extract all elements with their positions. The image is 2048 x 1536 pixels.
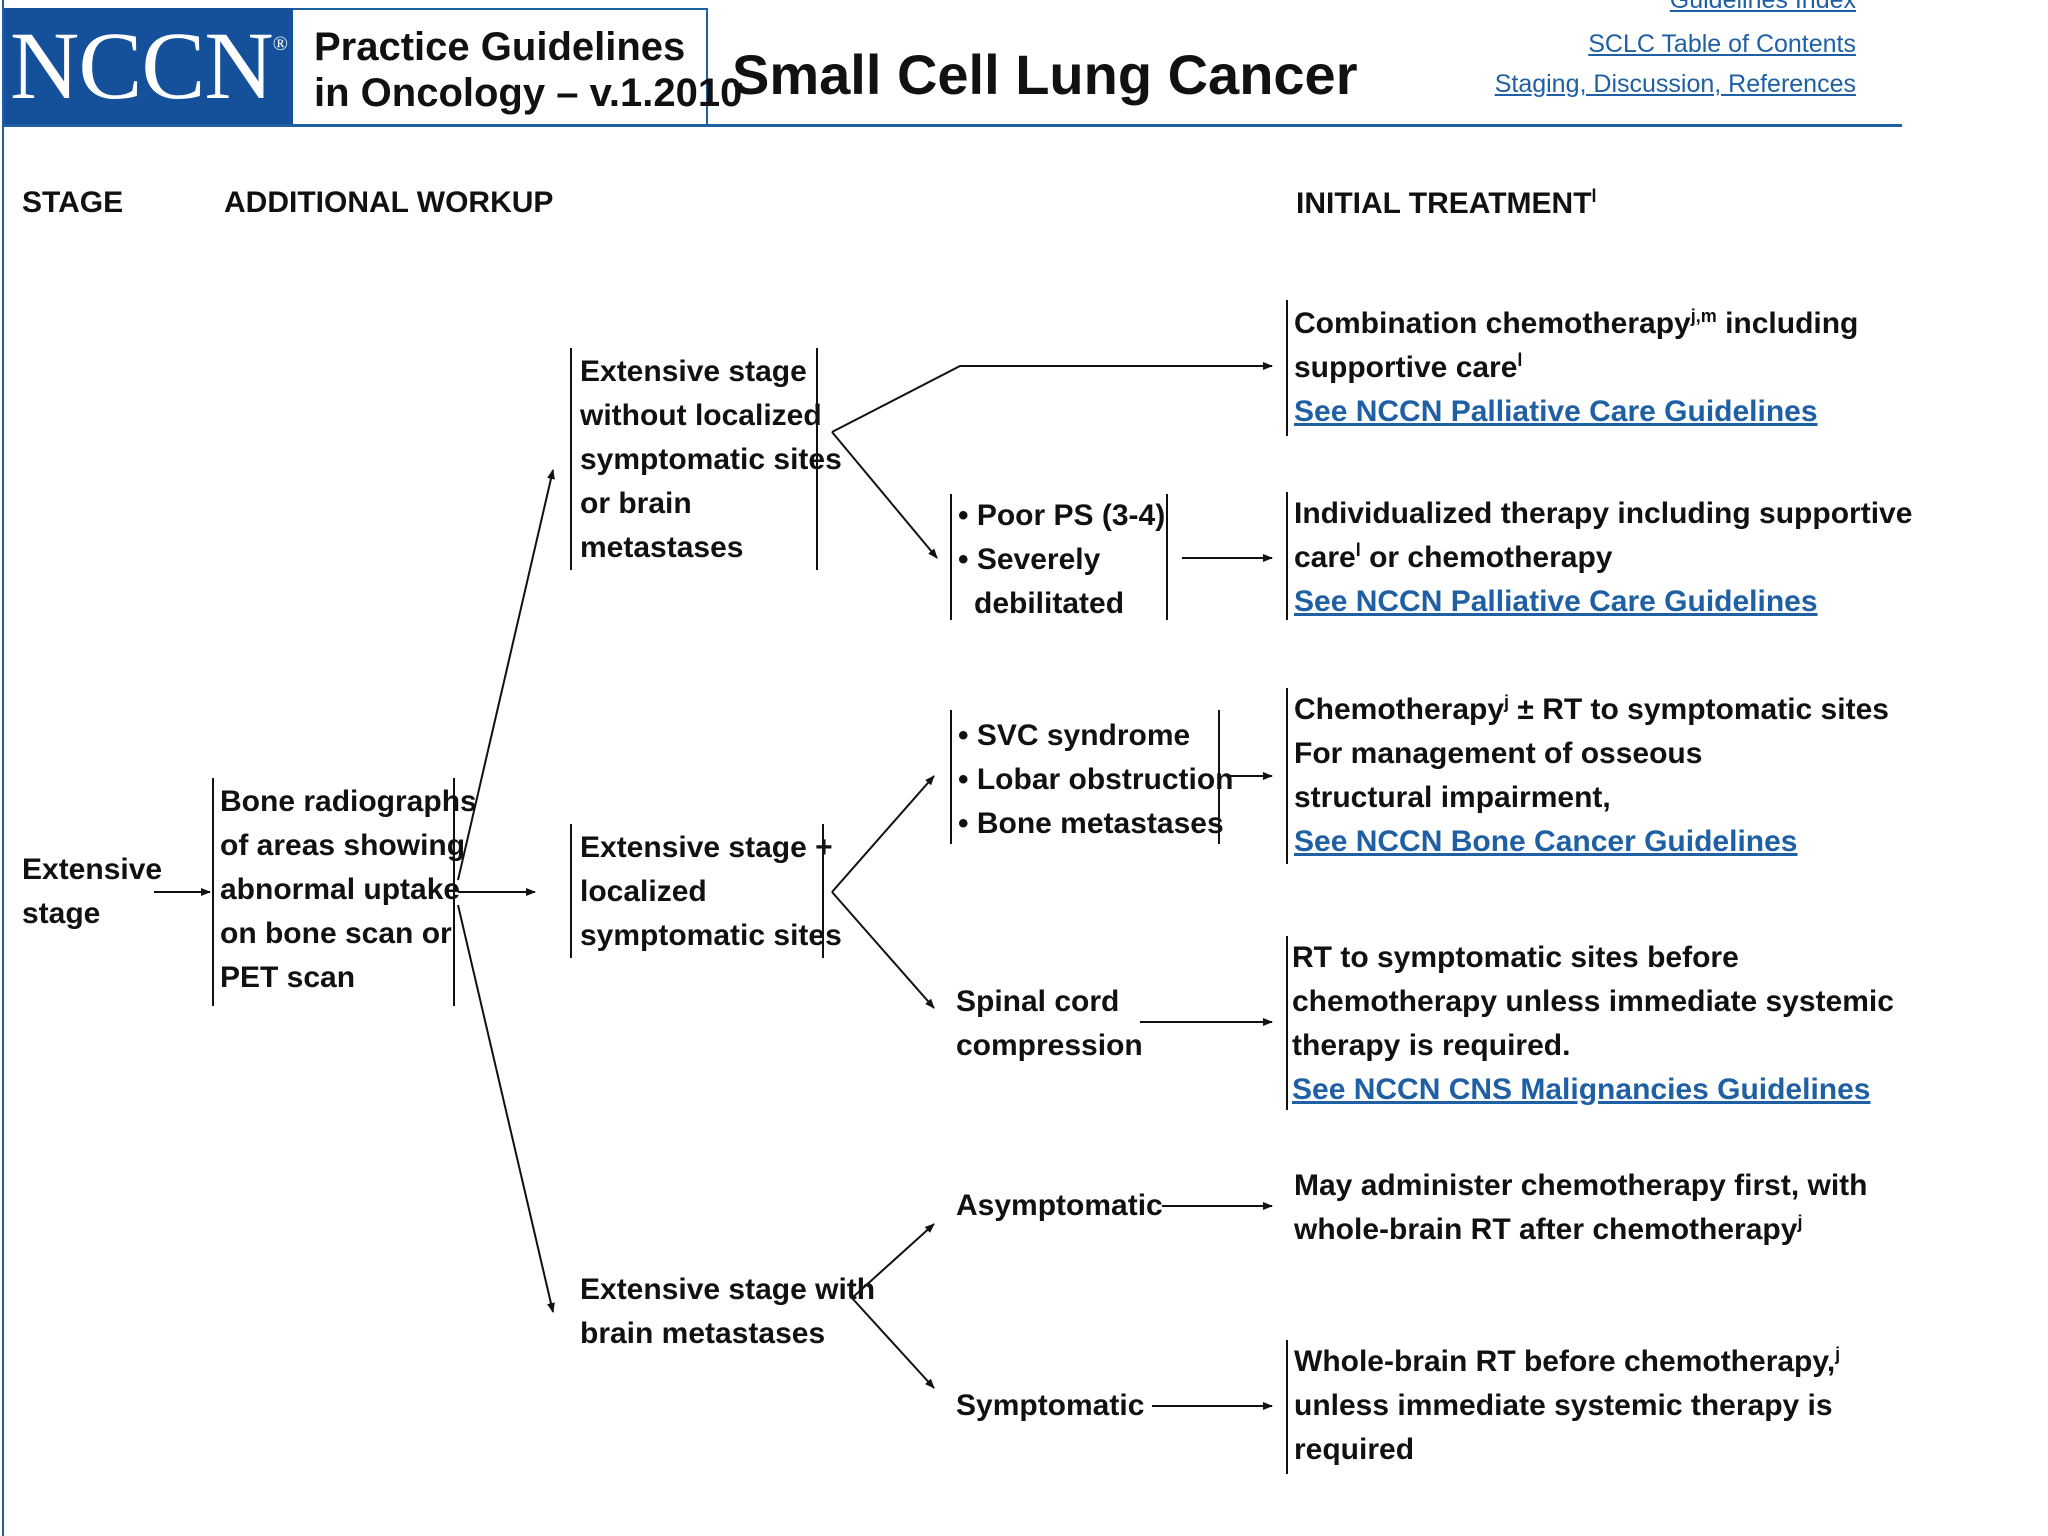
treatment-chemo-first: May administer chemotherapy first, with … [1294, 1169, 1868, 1246]
condition-symptomatic: Symptomatic [956, 1389, 1145, 1422]
arrow-localized-to-svc [831, 775, 935, 893]
palliative-care-link-2[interactable]: See NCCN Palliative Care Guidelines [1294, 585, 1818, 618]
condition-asymptomatic: Asymptomatic [956, 1189, 1163, 1222]
poor-ps-bracket-right [1166, 494, 1168, 620]
bone-cancer-link[interactable]: See NCCN Bone Cancer Guidelines [1294, 825, 1798, 858]
branch1-bracket-right [816, 348, 818, 570]
treatment-combination-chemo: Combination chemotherapyj,m including su… [1294, 302, 1858, 434]
workup-bracket-left [212, 778, 214, 1006]
arrow-workup-to-no-sites [457, 469, 555, 881]
treatment-whole-brain-rt: Whole-brain RT before chemotherapy,j unl… [1294, 1344, 1841, 1466]
guidelines-index-link[interactable]: Guidelines Index [1669, 0, 1856, 14]
cns-malignancies-link[interactable]: See NCCN CNS Malignancies Guidelines [1292, 1073, 1871, 1106]
footnote-marker: l [1591, 186, 1597, 206]
registered-mark: ® [272, 33, 288, 55]
condition-poor-ps: • Poor PS (3-4) • Severely debilitated [958, 499, 1166, 620]
svc-bracket-left [950, 710, 952, 844]
poor-ps-bracket-left [950, 494, 952, 620]
arrow-brain-to-symptomatic [851, 1297, 935, 1389]
t1-bracket [1286, 300, 1288, 436]
page-left-border [2, 0, 4, 1536]
branch2-bracket-left [570, 824, 572, 958]
staging-discussion-references-link[interactable]: Staging, Discussion, References [1494, 70, 1856, 98]
condition-svc-lobar-bone: • SVC syndrome • Lobar obstruction • Bon… [958, 719, 1234, 840]
nccn-logo: NCCN® [4, 8, 293, 124]
guideline-version: Practice Guidelines in Oncology – v.1.20… [314, 25, 743, 115]
subtitle-box [293, 8, 708, 126]
page-title: Small Cell Lung Cancer [732, 43, 1358, 106]
t4-bracket [1286, 936, 1288, 1110]
t6-bracket [1286, 1340, 1288, 1474]
branch1-bracket-left [570, 348, 572, 570]
arrow-localized-to-spinal [831, 891, 935, 1009]
svc-bracket-right [1218, 710, 1220, 844]
logo-text: NCCN [10, 12, 274, 119]
arrow-no-sites-to-poor-ps [831, 431, 938, 559]
treatment-individualized: Individualized therapy including support… [1294, 492, 1912, 624]
arrow-workup-to-brain [457, 904, 555, 1313]
arrow-brain-to-asymptomatic [851, 1223, 935, 1299]
arrow-no-sites-to-t1 [831, 362, 1273, 433]
column-heading-workup: ADDITIONAL WORKUP [224, 186, 554, 219]
t3-bracket [1286, 688, 1288, 864]
column-heading-stage: STAGE [22, 186, 124, 219]
header-rule [2, 124, 1902, 127]
column-heading-treatment: INITIAL TREATMENTl [1296, 186, 1597, 220]
treatment-rt-before-chemo: RT to symptomatic sites before chemother… [1292, 936, 1894, 1112]
sclc-toc-link[interactable]: SCLC Table of Contents [1588, 30, 1856, 58]
treatment-chemo-rt: Chemotherapyj ± RT to symptomatic sites … [1294, 688, 1889, 864]
workup-bracket-right [453, 778, 455, 1006]
t2-bracket [1286, 492, 1288, 620]
palliative-care-link-1[interactable]: See NCCN Palliative Care Guidelines [1294, 395, 1818, 428]
branch2-bracket-right [822, 824, 824, 958]
